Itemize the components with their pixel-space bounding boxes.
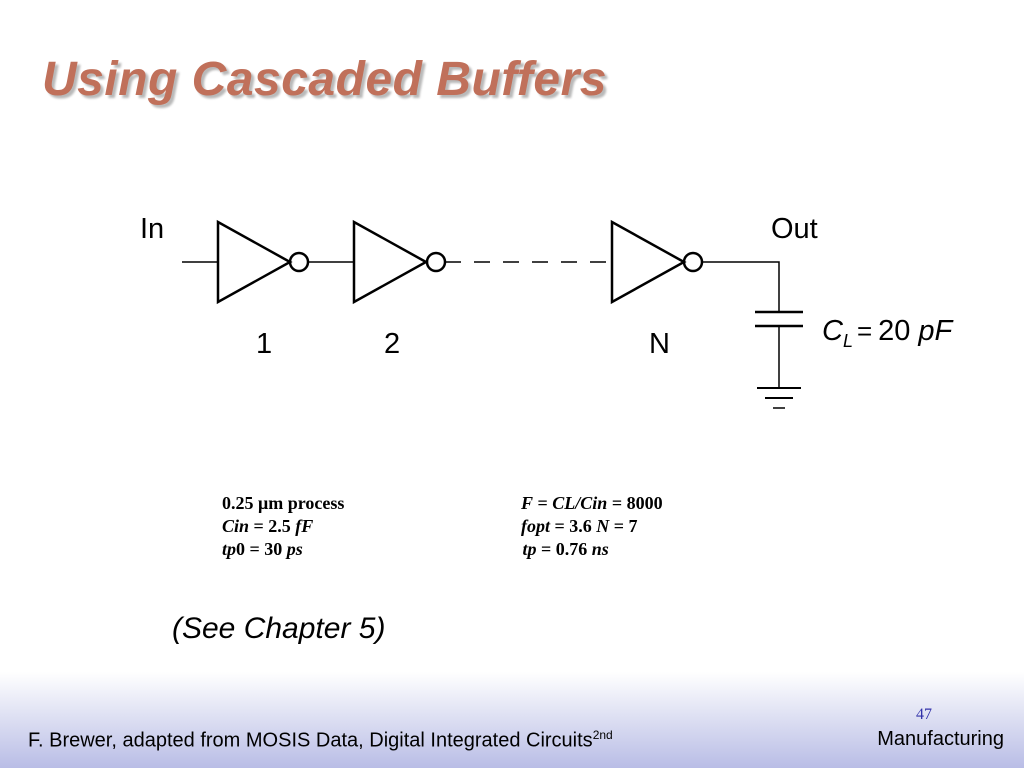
stage-label-1: 1 [256, 328, 272, 360]
slide-title: Using Cascaded Buffers [42, 53, 607, 106]
cin-line: Cin = 2.5 fF [222, 516, 314, 536]
footer-credit: F. Brewer, adapted from MOSIS Data, Digi… [28, 728, 613, 752]
footer-topic: Manufacturing [877, 728, 1004, 750]
inverter-2 [352, 219, 447, 305]
fopt-line: fopt = 3.6 N = 7 [521, 516, 638, 536]
load-value: 20 [878, 315, 910, 347]
process-line: 0.25 μm process [222, 493, 345, 513]
input-label: In [140, 213, 164, 245]
load-equals: = [857, 316, 872, 346]
load-symbol: C [822, 315, 844, 347]
inverter-n [610, 219, 704, 305]
output-label: Out [771, 213, 818, 245]
load-capacitor [755, 310, 803, 328]
process-parameters: 0.25 μm process Cin = 2.5 fF tp0 = 30 ps [222, 492, 344, 561]
chapter-reference: (See Chapter 5) [172, 612, 386, 645]
footer-credit-sup: 2nd [592, 728, 613, 742]
inverter-1 [216, 219, 310, 305]
load-subscript: L [843, 331, 853, 351]
fanout-line: F = CL/Cin = 8000 [521, 493, 663, 513]
output-wire [702, 261, 780, 312]
page-number: 47 [916, 706, 932, 723]
stage-label-2: 2 [384, 328, 400, 360]
load-unit: pF [917, 315, 954, 347]
stage-label-n: N [649, 328, 670, 360]
ground-icon [757, 387, 801, 409]
footer-band [0, 672, 1024, 768]
tp0-line: tp0 = 30 ps [222, 539, 303, 559]
sizing-results: F = CL/Cin = 8000 fopt = 3.6 N = 7 tp = … [521, 492, 663, 561]
tp-line: tp = 0.76 ns [522, 539, 609, 559]
